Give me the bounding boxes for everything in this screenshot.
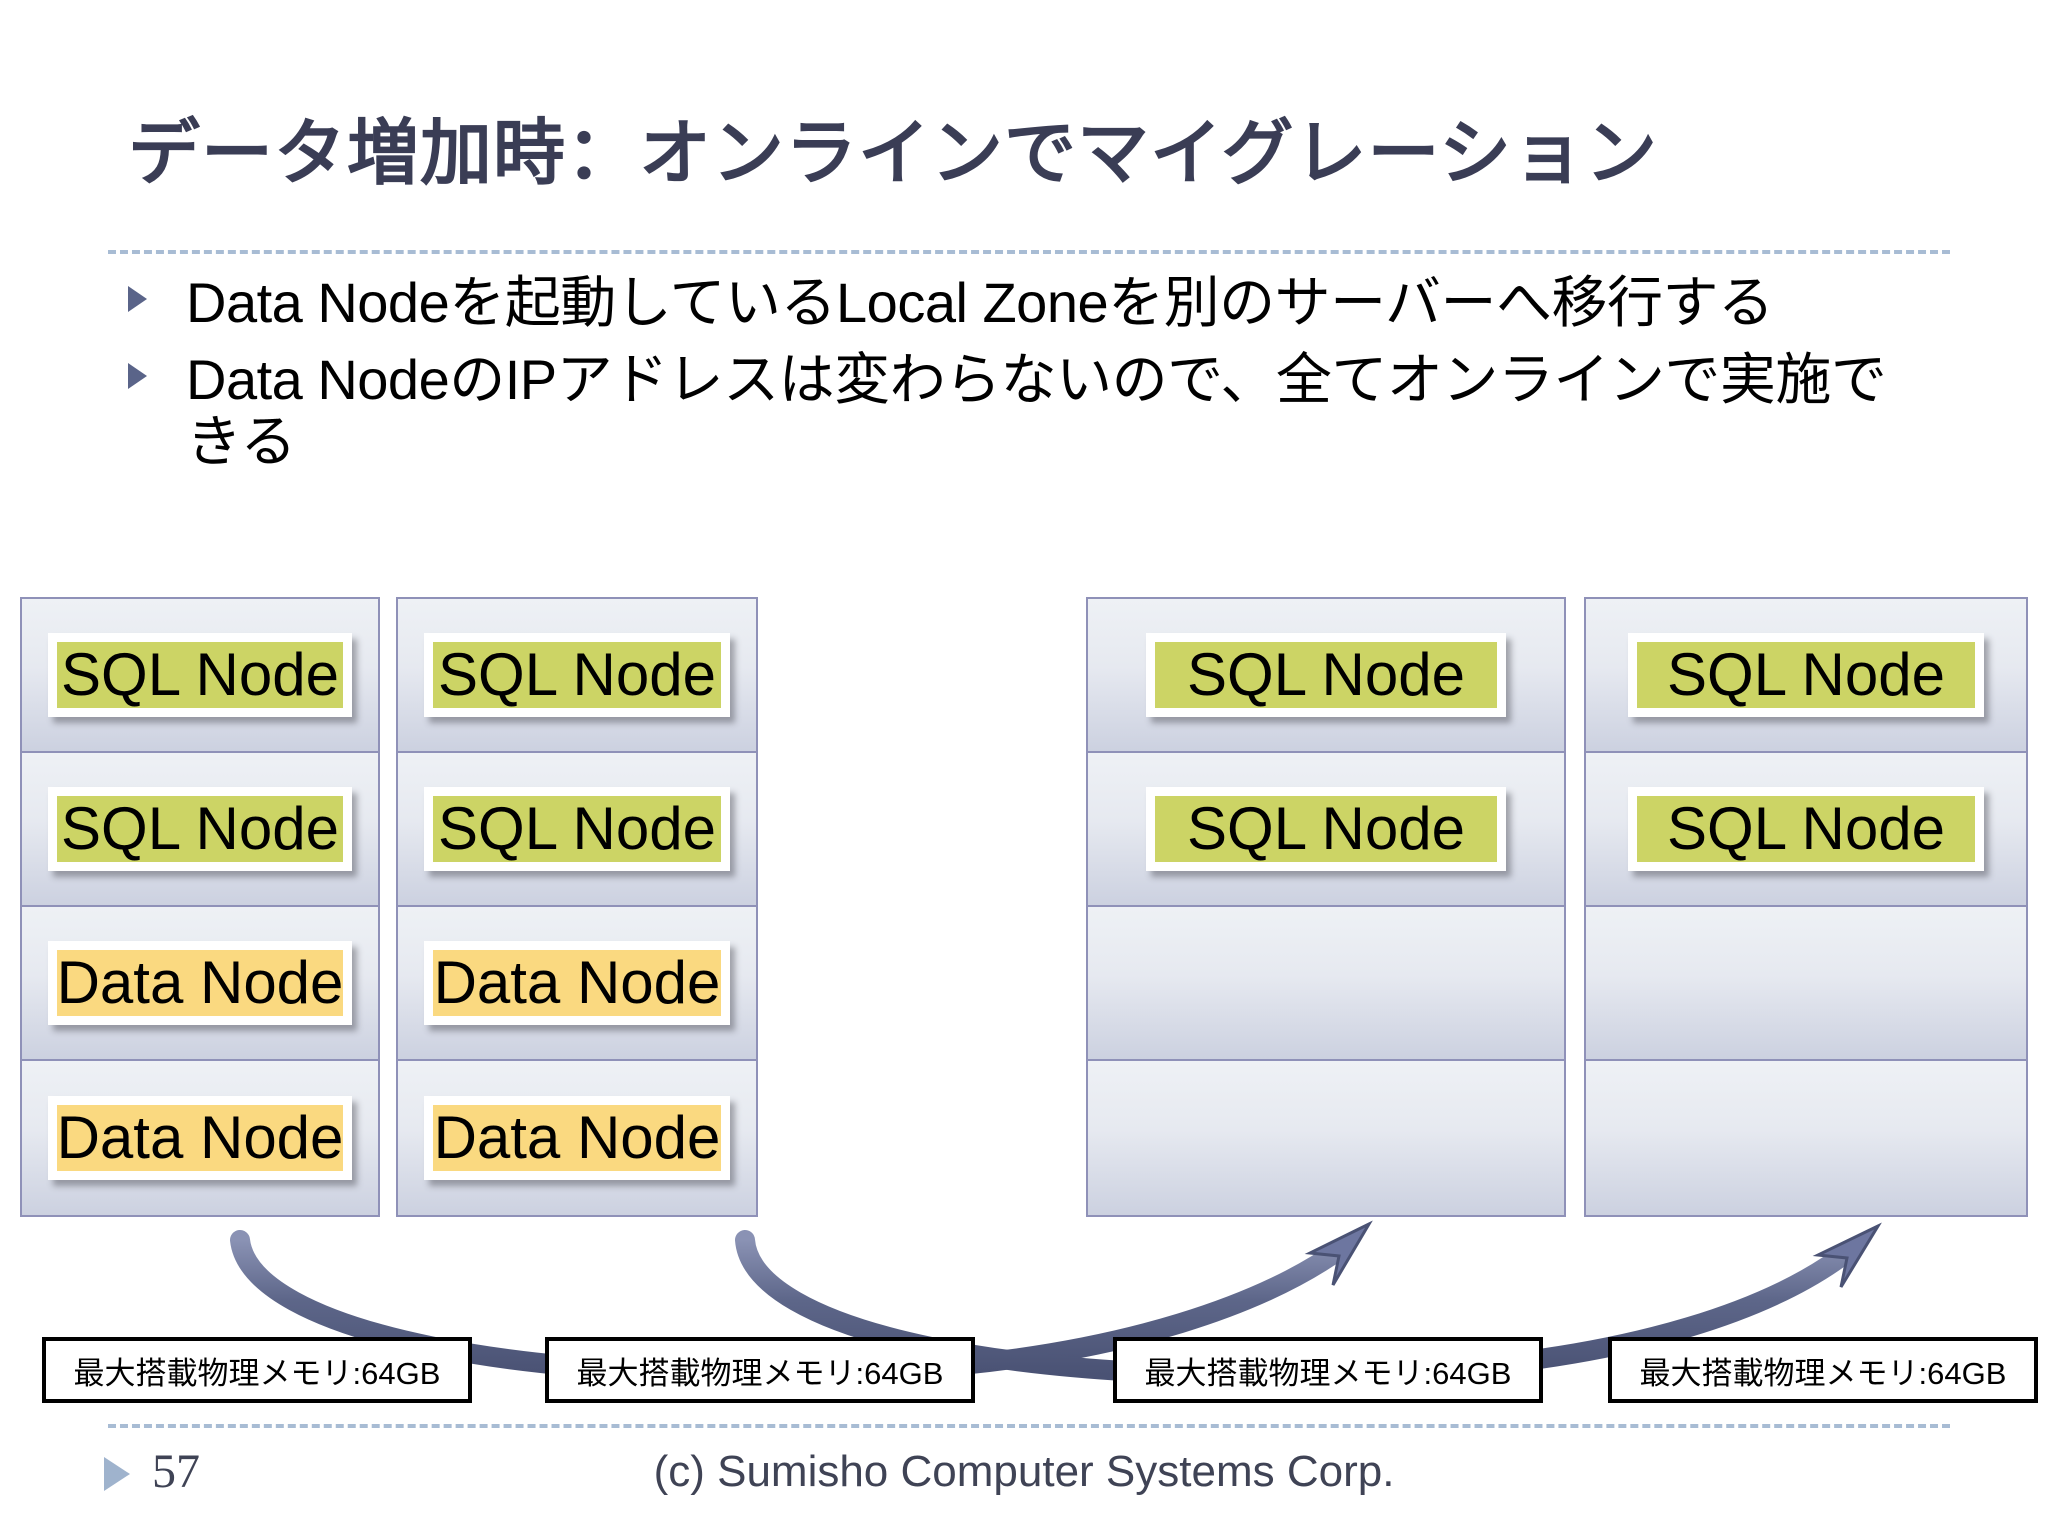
sql-node-box: SQL Node — [424, 633, 730, 717]
memory-label-4: 最大搭載物理メモリ:64GB — [1608, 1337, 2038, 1403]
rack-slot: Data Node — [22, 1061, 378, 1215]
sql-node-box: SQL Node — [1628, 787, 1984, 871]
sql-node-box: SQL Node — [1628, 633, 1984, 717]
sql-node-box: SQL Node — [48, 787, 352, 871]
memory-label-2: 最大搭載物理メモリ:64GB — [545, 1337, 975, 1403]
footer-divider — [108, 1424, 1950, 1428]
sql-node-box: SQL Node — [424, 787, 730, 871]
server-rack-4: SQL Node SQL Node — [1584, 597, 2028, 1217]
rack-slot: SQL Node — [1088, 753, 1564, 907]
rack-slot: Data Node — [22, 907, 378, 1061]
bullet-list: Data Nodeを起動しているLocal Zoneを別のサーバーへ移行する D… — [118, 271, 1918, 488]
rack-slot-empty — [1088, 1061, 1564, 1215]
data-node-box: Data Node — [48, 941, 352, 1025]
bullet-text: Data Nodeを起動しているLocal Zoneを別のサーバーへ移行する — [186, 271, 1774, 334]
rack-slot: SQL Node — [22, 599, 378, 753]
triangle-bullet-icon — [128, 362, 147, 389]
rack-slot: SQL Node — [1586, 599, 2026, 753]
server-rack-1: SQL Node SQL Node Data Node Data Node — [20, 597, 380, 1217]
memory-label-3: 最大搭載物理メモリ:64GB — [1113, 1337, 1543, 1403]
list-item: Data Nodeを起動しているLocal Zoneを別のサーバーへ移行する — [118, 271, 1918, 335]
page-number: 57 — [152, 1445, 200, 1498]
footer-triangle-icon — [104, 1457, 130, 1491]
page-title: データ増加時：オンラインでマイグレーション — [128, 114, 1659, 194]
data-node-box: Data Node — [424, 941, 730, 1025]
sql-node-box: SQL Node — [1146, 633, 1506, 717]
server-rack-diagram: SQL Node SQL Node Data Node Data Node SQ… — [0, 597, 2048, 1217]
bullet-text: Data NodeのIPアドレスは変わらないので、全てオンラインで実施できる — [186, 347, 1887, 474]
data-node-box: Data Node — [424, 1096, 730, 1180]
data-node-box: Data Node — [48, 1096, 352, 1180]
server-rack-3: SQL Node SQL Node — [1086, 597, 1566, 1217]
sql-node-box: SQL Node — [1146, 787, 1506, 871]
rack-slot: Data Node — [398, 1061, 756, 1215]
sql-node-box: SQL Node — [48, 633, 352, 717]
title-divider — [108, 250, 1950, 254]
rack-slot: SQL Node — [1586, 753, 2026, 907]
rack-slot-empty — [1088, 907, 1564, 1061]
rack-slot: Data Node — [398, 907, 756, 1061]
list-item: Data NodeのIPアドレスは変わらないので、全てオンラインで実施できる — [118, 347, 1918, 474]
server-rack-2: SQL Node SQL Node Data Node Data Node — [396, 597, 758, 1217]
rack-slot-empty — [1586, 1061, 2026, 1215]
memory-label-1: 最大搭載物理メモリ:64GB — [42, 1337, 472, 1403]
copyright-text: (c) Sumisho Computer Systems Corp. — [653, 1447, 1395, 1496]
rack-slot: SQL Node — [22, 753, 378, 907]
rack-slot: SQL Node — [398, 753, 756, 907]
triangle-bullet-icon — [128, 286, 147, 312]
rack-slot: SQL Node — [398, 599, 756, 753]
rack-slot: SQL Node — [1088, 599, 1564, 753]
rack-slot-empty — [1586, 907, 2026, 1061]
